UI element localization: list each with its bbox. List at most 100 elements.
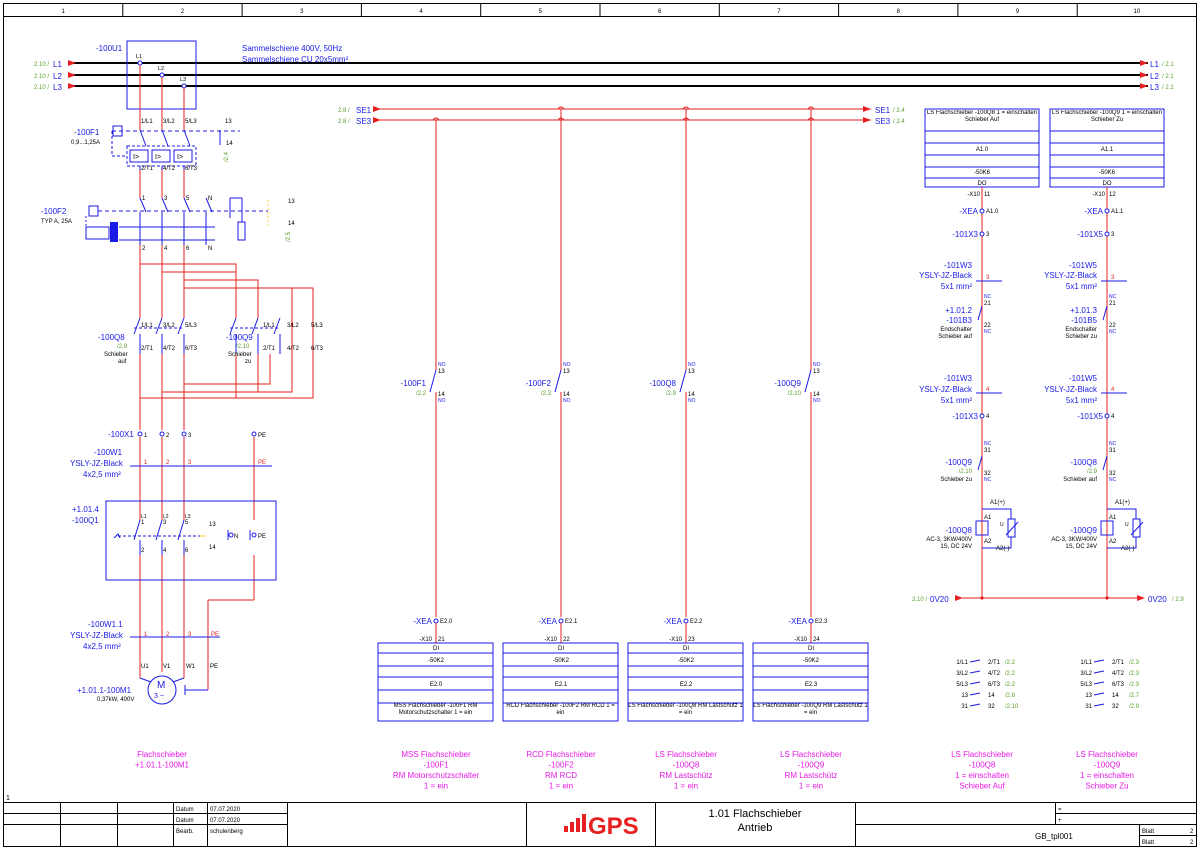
di-box: [627, 642, 744, 722]
xref-pin-left: 31: [1085, 704, 1092, 710]
contact-jumper: [432, 117, 440, 121]
limit-nc-bot: NC: [984, 329, 992, 335]
di-label: DI: [808, 646, 814, 652]
q1-num-1: 1: [141, 520, 145, 526]
xea-pin: E2.1: [565, 619, 578, 625]
q9-desc1: Schieber: [228, 352, 252, 358]
cable-size: 5x1 mm²: [1066, 396, 1097, 405]
q8-pin-3: 3/L2: [163, 323, 175, 329]
f2-pin-2: 2: [142, 246, 146, 252]
xref-ref: /2.9: [1129, 704, 1140, 710]
limit-nc-top: NC: [1109, 294, 1117, 300]
se-rails: [373, 106, 871, 123]
se1-out-ref: / 2.4: [893, 108, 905, 114]
limit-tag2: -101B3: [946, 316, 972, 325]
xref-contact: [969, 681, 981, 685]
coil-spec2: 1S, DC 24V: [1065, 544, 1097, 550]
f2-pin-4: 4: [164, 246, 168, 252]
rail-l2-out-ref: / 2.1: [1162, 74, 1174, 80]
x10-pin: 22: [563, 637, 570, 643]
title-block: [3, 802, 1197, 847]
q9-pin-6: 6/T3: [311, 346, 324, 352]
coil-symbol: [1100, 520, 1114, 536]
rail-l2-out: L2: [1150, 72, 1159, 81]
w1-core-pe: PE: [258, 460, 266, 466]
contact-pin-14: 14: [438, 392, 445, 398]
w1-core-1: 1: [144, 460, 148, 466]
f1-trip-2: I>: [155, 154, 161, 161]
datum-label-1: Datum: [176, 807, 194, 813]
f1-pin-1: 1/L1: [141, 119, 153, 125]
xref-pin-right: 4/T2: [1112, 671, 1125, 677]
column-label: -100F1: [423, 761, 449, 770]
interlock-desc: Schieber zu: [940, 477, 972, 483]
coil-a1-plus: A1(+): [990, 500, 1005, 506]
q8-pin-1: 1/L1: [141, 323, 153, 329]
di-description: RCD Flachschieber -100F2 RM RCD 1 = ein: [506, 703, 615, 716]
column-label: LS Flachschieber: [951, 750, 1013, 759]
xref-ref: /2.2: [1005, 682, 1016, 688]
title-line1: 1.01 Flachschieber: [709, 808, 802, 820]
xref-pin-left: 13: [1085, 693, 1092, 699]
x10-tag: -X10: [419, 637, 432, 643]
rail-l1-ref: 2.10 /: [34, 62, 49, 68]
busbar-pin-l1: L1: [136, 54, 142, 60]
xea-terminal: [683, 618, 689, 624]
limit-tag1: +1.01.3: [1070, 306, 1097, 315]
x3-terminal: [1104, 413, 1110, 419]
column-number: 6: [658, 9, 662, 15]
q8-desc2: auf: [118, 359, 127, 365]
xea-terminal: [808, 618, 814, 624]
limit-pin-22: 22: [984, 323, 991, 329]
xref-pin-right: 32: [988, 704, 995, 710]
xref-contact: [969, 670, 981, 674]
di-address: E2.3: [805, 682, 818, 688]
gps-logo: GPS: [564, 813, 639, 840]
xea-pin: E2.0: [440, 619, 453, 625]
contact-jumper: [682, 106, 690, 110]
busbar-rails: [68, 60, 1148, 89]
column-label: 1 = ein: [674, 782, 698, 791]
contact-no-top: NO: [688, 362, 696, 368]
ov20-out-ref: / 2.9: [1172, 597, 1184, 603]
di-description-text: LS Flachschieber -100Q8 RM Lastschütz 1 …: [628, 703, 743, 716]
di-description: LS Flachschieber -100Q9 RM Lastschütz 1 …: [753, 703, 867, 716]
gps-logo-text: GPS: [588, 813, 639, 840]
f2-pin-14: 14: [288, 221, 295, 227]
q8-desc1: Schieber: [104, 352, 128, 358]
coil-symbol: [975, 520, 989, 536]
contact-tag: -100Q9: [774, 379, 801, 388]
q9-pin-4: 4/T2: [287, 346, 300, 352]
di-label: DI: [558, 646, 564, 652]
q1-num-2: 2: [141, 548, 145, 554]
cable-size: 5x1 mm²: [1066, 282, 1097, 291]
contact-hop: [557, 117, 565, 121]
x3-tag: -101X5: [1077, 412, 1103, 421]
coil-spec1: AC-3, 3KW/400V: [1051, 537, 1097, 543]
contact-ref: /2.3: [541, 391, 552, 397]
di-module: -50K2: [553, 658, 570, 664]
column-label: LS Flachschieber: [1076, 750, 1138, 759]
q1-tag1: +1.01.4: [72, 505, 99, 514]
motor-spec: 0,37kW, 400V: [97, 697, 134, 703]
f1-pin-13: 13: [225, 119, 232, 125]
rail-l1-label: L1: [53, 60, 62, 69]
xref-pin-right: 2/T1: [1112, 660, 1125, 666]
xea-tag: -XEA: [663, 617, 682, 626]
x10-tag: -X10: [967, 192, 980, 198]
f1-trip-3: I>: [177, 154, 183, 161]
q1-num-3: 3: [163, 520, 167, 526]
q1-box: [105, 500, 277, 581]
busbar-pin-l2: L2: [158, 66, 164, 72]
xref-contact: [969, 703, 981, 707]
cable-tag: -101W3: [944, 374, 973, 383]
column-number: 8: [897, 9, 901, 15]
di-module: -50K2: [428, 658, 445, 664]
q1-contacts: [113, 519, 251, 555]
cable-type: YSLY-JZ-Black: [919, 271, 973, 280]
q9-pin-1: 1/L1: [263, 323, 275, 329]
xref-pin-left: 1/L1: [1080, 660, 1092, 666]
se3-ref: 2.8 /: [338, 119, 350, 125]
q1-pin-l2: L2: [163, 514, 169, 520]
